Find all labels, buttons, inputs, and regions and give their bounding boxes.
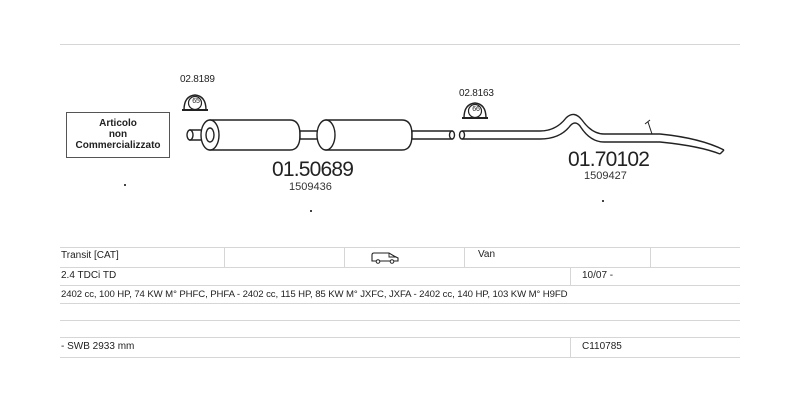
clamp-66-icon bbox=[462, 102, 488, 119]
reference-code: C110785 bbox=[582, 341, 622, 352]
engine-label: 2.4 TDCi TD bbox=[61, 270, 117, 281]
cell-divider bbox=[464, 247, 465, 267]
body-type: Van bbox=[478, 249, 496, 260]
part-code-label: 01.50689 bbox=[272, 158, 354, 181]
part-oem-label: 1509427 bbox=[584, 170, 627, 182]
table-divider bbox=[60, 320, 740, 321]
marker-dot bbox=[124, 184, 126, 186]
front-silencer-assembly bbox=[186, 119, 456, 151]
table-divider bbox=[60, 303, 740, 304]
van-icon bbox=[371, 252, 399, 264]
not-sold-box: Articolo non Commercializzato bbox=[66, 112, 170, 158]
clamp-code-label: 02.8189 bbox=[180, 74, 215, 85]
marker-dot bbox=[310, 210, 312, 212]
date-range: 10/07 - bbox=[582, 270, 614, 281]
rear-pipe bbox=[458, 113, 725, 155]
not-sold-line: non bbox=[108, 129, 128, 140]
cell-divider bbox=[224, 247, 225, 267]
cell-divider bbox=[344, 247, 345, 267]
cell-divider bbox=[650, 247, 651, 267]
table-divider bbox=[60, 267, 740, 268]
table-divider bbox=[60, 247, 740, 248]
clamp-code-label: 02.8163 bbox=[459, 88, 494, 99]
engine-specs: 2402 cc, 100 HP, 74 KW M° PHFC, PHFA - 2… bbox=[61, 289, 568, 300]
part-oem-label: 1509436 bbox=[289, 181, 332, 193]
marker-dot bbox=[602, 200, 604, 202]
part-code-label: 01.70102 bbox=[568, 148, 650, 171]
cell-divider bbox=[570, 267, 571, 285]
clamp-number-label: 66 bbox=[472, 106, 480, 113]
table-divider bbox=[60, 337, 740, 338]
clamp-65-icon bbox=[182, 94, 208, 111]
cell-divider bbox=[570, 337, 571, 357]
wheelbase-note: - SWB 2933 mm bbox=[61, 341, 135, 352]
exhaust-diagram bbox=[182, 94, 725, 155]
top-divider bbox=[60, 44, 740, 45]
table-divider bbox=[60, 285, 740, 286]
not-sold-line: Commercializzato bbox=[75, 140, 161, 151]
clamp-number-label: 65 bbox=[192, 98, 200, 105]
table-divider bbox=[60, 357, 740, 358]
not-sold-line: Articolo bbox=[99, 118, 137, 129]
vehicle-model: Transit [CAT] bbox=[61, 250, 119, 261]
